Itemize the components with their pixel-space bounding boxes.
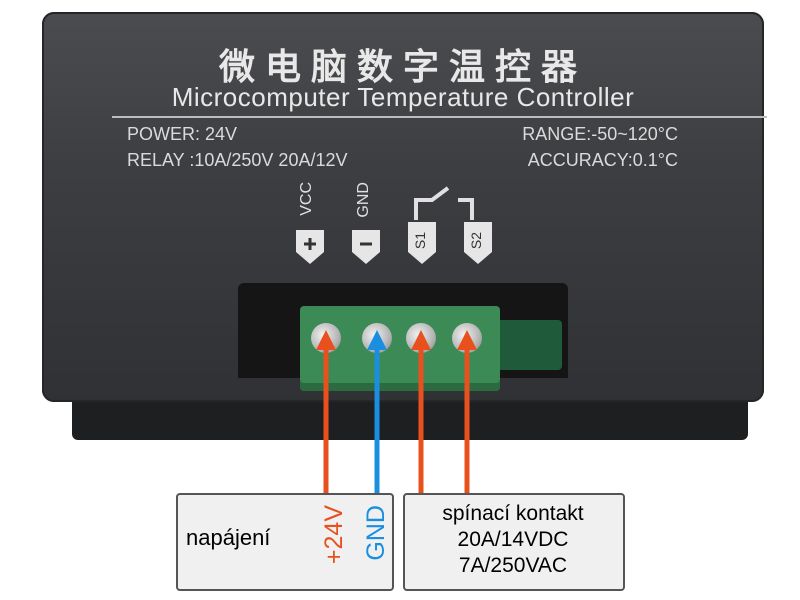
range-spec: RANGE:-50~120°C [522,124,678,144]
power-annotation-box [176,493,394,591]
arrow-plus24v-icon [316,330,336,350]
title-divider [112,116,767,118]
relay-contact-icon [414,186,474,220]
terminal-markings [296,186,492,264]
vcc-marker-icon [296,230,324,264]
plus24v-label: +24V [320,505,348,565]
relay-dc-rating: 20A/14VDC [457,528,569,551]
power-spec: POWER: 24V [127,124,238,144]
device-title-english: Microcomputer Temperature Controller [171,82,635,112]
relay-ac-rating: 7A/250VAC [458,554,568,577]
device-title-chinese: 微电脑数字温控器 [218,46,587,88]
relay-spec: RELAY :10A/250V 20A/12V [127,150,348,170]
relay-contact-label: spínací kontakt [442,502,584,525]
arrow-s2-icon [457,330,477,350]
relay-annotation-box [403,493,625,591]
temperature-controller-device: 微电脑数字温控器 Microcomputer Temperature Contr… [42,12,767,402]
arrow-s1-icon [411,330,431,350]
gnd-marker-icon [352,230,380,264]
power-label: napájení [186,525,271,550]
s1-marker-icon [408,222,436,264]
arrow-gnd-icon [367,330,387,350]
accuracy-spec: ACCURACY:0.1°C [527,150,678,170]
s2-marker-icon [464,222,492,264]
gnd-wire-label: GND [362,505,390,561]
